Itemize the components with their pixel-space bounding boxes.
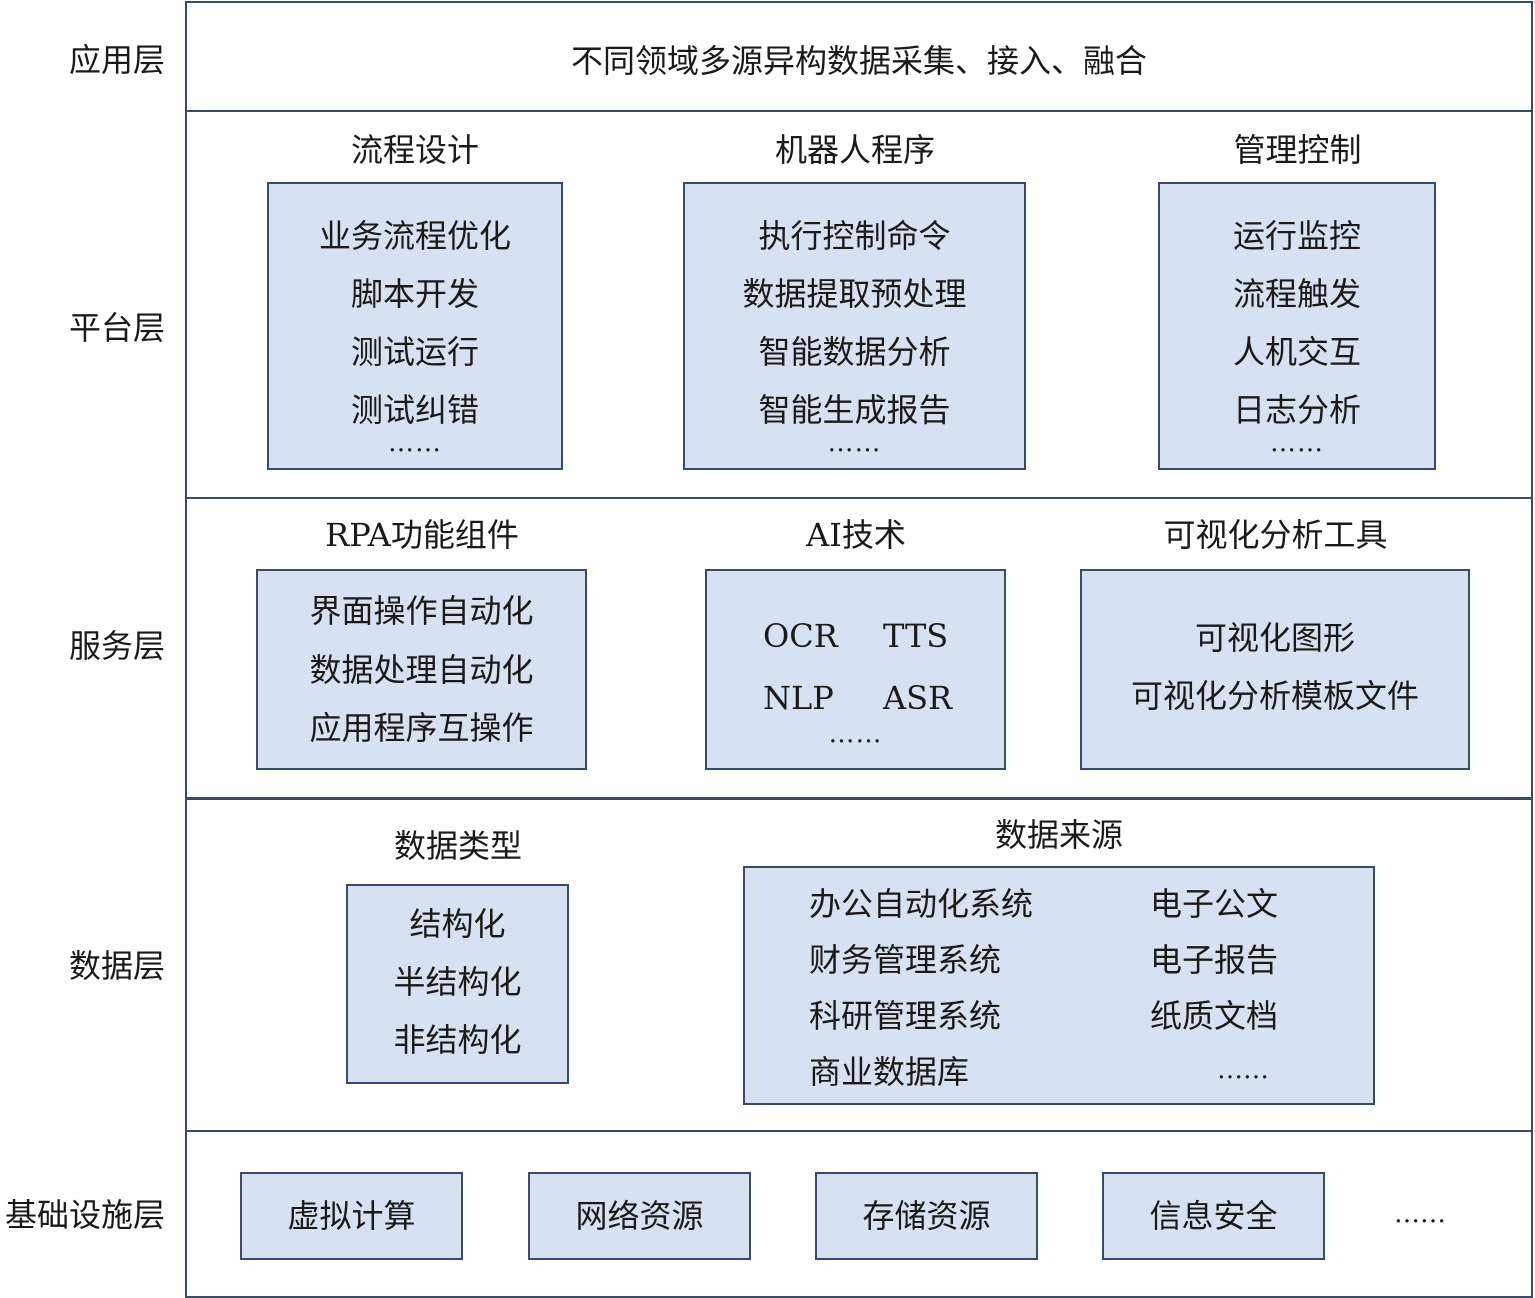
service-box-rpa: 界面操作自动化 数据处理自动化 应用程序互操作 [256, 569, 587, 770]
platform-box-robot: 执行控制命令 数据提取预处理 智能数据分析 智能生成报告 …… [683, 182, 1026, 470]
platform-box-process: 业务流程优化 脚本开发 测试运行 测试纠错 …… [267, 182, 563, 470]
layer-label-app: 应用层 [68, 41, 165, 79]
list-item: 日志分析 [1232, 391, 1361, 429]
data-box-types: 结构化 半结构化 非结构化 [346, 884, 569, 1084]
service-box-ai: OCR TTS NLP ASR …… [705, 569, 1006, 770]
infra-box-storage: 存储资源 [815, 1172, 1038, 1260]
list-item: 人机交互 [1232, 333, 1361, 371]
ellipsis: …… [1270, 428, 1324, 458]
service-group-title-ai: AI技术 [806, 516, 906, 554]
list-item: 存储资源 [862, 1197, 991, 1235]
list-item: 信息安全 [1149, 1197, 1278, 1235]
list-item: 测试纠错 [350, 391, 479, 429]
ellipsis: …… [1394, 1199, 1446, 1229]
platform-layer-row: 流程设计 业务流程优化 脚本开发 测试运行 测试纠错 …… 机器人程序 执行控制… [185, 110, 1533, 499]
platform-box-management: 运行监控 流程触发 人机交互 日志分析 …… [1158, 182, 1436, 470]
list-item: 智能生成报告 [758, 391, 951, 429]
service-layer-row: RPA功能组件 界面操作自动化 数据处理自动化 应用程序互操作 AI技术 OCR… [185, 497, 1533, 800]
list-item: 应用程序互操作 [309, 709, 534, 747]
list-item: 办公自动化系统 [809, 885, 1034, 923]
list-item: 执行控制命令 [758, 217, 951, 255]
list-item: 数据提取预处理 [742, 275, 967, 313]
layer-label-data: 数据层 [68, 947, 165, 985]
list-item: ASR [883, 679, 953, 717]
list-item: 可视化图形 [1194, 619, 1355, 657]
service-box-vis: 可视化图形 可视化分析模板文件 [1080, 569, 1470, 770]
layer-label-service: 服务层 [68, 627, 165, 665]
list-item: 网络资源 [575, 1197, 704, 1235]
list-item: 虚拟计算 [287, 1197, 416, 1235]
list-item: 脚本开发 [350, 275, 479, 313]
list-item: TTS [883, 617, 949, 655]
list-item: 界面操作自动化 [309, 592, 534, 630]
data-layer-row: 数据类型 结构化 半结构化 非结构化 数据来源 办公自动化系统 财务管理系统 科… [185, 797, 1533, 1132]
list-item: 非结构化 [393, 1021, 522, 1059]
list-item: 可视化分析模板文件 [1130, 677, 1419, 715]
data-group-title-sources: 数据来源 [994, 816, 1123, 854]
layer-label-platform: 平台层 [68, 309, 165, 347]
list-item: OCR [763, 617, 838, 655]
infra-box-compute: 虚拟计算 [240, 1172, 463, 1260]
list-item: 数据处理自动化 [309, 651, 534, 689]
list-item: 科研管理系统 [809, 997, 1002, 1035]
list-item: 商业数据库 [809, 1053, 970, 1091]
platform-group-title-robot: 机器人程序 [774, 131, 935, 169]
data-group-title-types: 数据类型 [393, 827, 522, 865]
list-item: 财务管理系统 [809, 941, 1002, 979]
list-item: NLP [763, 679, 834, 717]
app-layer-text: 不同领域多源异构数据采集、接入、融合 [570, 42, 1147, 80]
list-item: 半结构化 [393, 963, 522, 1001]
list-item: 结构化 [409, 905, 506, 943]
ellipsis: …… [828, 719, 883, 749]
layer-label-infra: 基础设施层 [4, 1196, 165, 1234]
service-group-title-rpa: RPA功能组件 [325, 516, 519, 554]
list-item: 智能数据分析 [758, 333, 951, 371]
infra-layer-row: 虚拟计算 网络资源 存储资源 信息安全 …… [185, 1130, 1533, 1298]
app-layer-row: 不同领域多源异构数据采集、接入、融合 [185, 1, 1533, 112]
ellipsis: …… [388, 428, 442, 458]
infra-box-security: 信息安全 [1102, 1172, 1325, 1260]
platform-group-title-process: 流程设计 [350, 131, 479, 169]
list-item: 测试运行 [350, 333, 479, 371]
ellipsis: …… [1217, 1055, 1269, 1085]
data-box-sources: 办公自动化系统 财务管理系统 科研管理系统 商业数据库 电子公文 电子报告 纸质… [743, 866, 1375, 1105]
ellipsis: …… [827, 428, 882, 458]
list-item: 业务流程优化 [318, 217, 511, 255]
service-group-title-vis: 可视化分析工具 [1163, 516, 1388, 554]
list-item: 电子公文 [1150, 885, 1279, 923]
list-item: 流程触发 [1232, 275, 1361, 313]
list-item: 纸质文档 [1150, 997, 1279, 1035]
list-item: 电子报告 [1150, 941, 1279, 979]
platform-group-title-management: 管理控制 [1233, 131, 1362, 169]
infra-box-network: 网络资源 [528, 1172, 751, 1260]
list-item: 运行监控 [1232, 217, 1361, 255]
